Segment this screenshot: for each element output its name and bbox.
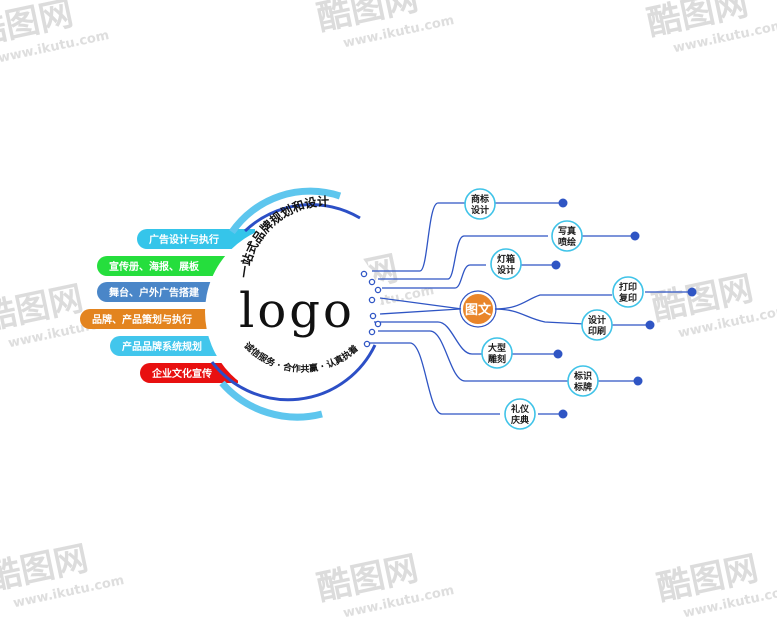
- connector-end-dot: [645, 320, 655, 330]
- center-circle: [205, 224, 381, 400]
- service-node-label-line1: 标识: [573, 370, 592, 382]
- left-item-label: 舞台、户外广告搭建: [109, 286, 200, 299]
- connector-end-dot: [553, 349, 563, 359]
- connector-origin-dot: [374, 286, 382, 294]
- left-item-label: 品牌、产品策划与执行: [92, 313, 192, 326]
- service-node-circle: [612, 276, 644, 308]
- service-node-label-line2: 印刷: [588, 325, 606, 337]
- connector-end-dot: [558, 198, 568, 208]
- connector-line: [379, 308, 461, 315]
- connector-end-dot: [633, 376, 643, 386]
- service-node-label-line1: 写真: [558, 225, 576, 237]
- connector-line: [379, 297, 463, 310]
- hub-circle: [461, 292, 495, 326]
- connector-line: [374, 321, 484, 355]
- service-node-label-line2: 设计: [471, 204, 489, 216]
- connector-origin-dot: [374, 320, 382, 328]
- connector-line: [493, 308, 586, 325]
- left-item[interactable]: 舞台、户外广告搭建: [97, 282, 230, 302]
- service-node-label-line1: 大型: [488, 342, 506, 354]
- service-node-circle: [464, 188, 496, 220]
- connector-origin-dot: [369, 312, 377, 320]
- connector-origin-dot: [368, 328, 376, 336]
- left-item-pill: [97, 256, 235, 276]
- service-node-label-line1: 礼仪: [511, 403, 530, 415]
- left-item[interactable]: 产品品牌系统规划: [110, 336, 228, 356]
- service-node-circle: [504, 398, 536, 430]
- left-item-label: 广告设计与执行: [149, 233, 219, 246]
- logo-text: logo: [239, 283, 355, 339]
- connector-origin-dot: [368, 296, 376, 304]
- left-item-pill: [80, 309, 224, 329]
- left-item-label: 企业文化宣传: [151, 367, 212, 380]
- connector-line: [378, 235, 548, 280]
- connector-line: [378, 330, 568, 382]
- left-item-pill: [97, 282, 230, 302]
- connector-lines: [360, 198, 697, 419]
- connector-end-dot: [687, 287, 697, 297]
- left-item-label: 宣传册、海报、展板: [109, 260, 200, 273]
- left-item-label: 产品品牌系统规划: [122, 340, 202, 353]
- top-accent-arc: [229, 187, 342, 235]
- left-service-list: 广告设计与执行宣传册、海报、展板舞台、户外广告搭建品牌、产品策划与执行产品品牌系…: [80, 229, 255, 383]
- service-node-label-line1: 打印: [619, 281, 637, 293]
- left-item[interactable]: 广告设计与执行: [137, 229, 255, 249]
- service-node-label-line1: 设计: [588, 314, 606, 326]
- connector-line: [366, 342, 500, 415]
- left-item-pill: [140, 363, 238, 383]
- connector-origin-dot: [360, 270, 368, 278]
- bottom-ring-arc: [210, 344, 377, 402]
- left-item[interactable]: 品牌、产品策划与执行: [80, 309, 224, 329]
- top-ring-arc: [243, 203, 361, 233]
- connector-origin-dot: [368, 278, 376, 286]
- service-node-label-line2: 雕刻: [488, 353, 506, 365]
- hub-label: 图文: [465, 302, 492, 318]
- service-node-label-line1: 商标: [471, 193, 489, 205]
- connector-origin-dot: [363, 340, 371, 348]
- bottom-accent-arc: [219, 380, 323, 421]
- hub-node[interactable]: 图文: [459, 290, 497, 328]
- service-node-circle: [551, 220, 583, 252]
- service-node-label-line2: 喷绘: [558, 236, 576, 248]
- service-node-circle: [490, 248, 522, 280]
- service-node-circle: [567, 365, 599, 397]
- service-node-circle: [481, 337, 513, 369]
- left-item-pill: [137, 229, 255, 249]
- service-node-label-line1: 灯箱: [497, 253, 515, 265]
- connector-line: [493, 294, 612, 310]
- connector-line: [372, 202, 470, 272]
- service-node-label-line2: 庆典: [510, 414, 529, 426]
- service-node-label-line2: 设计: [497, 264, 515, 276]
- service-node-circle: [581, 309, 613, 341]
- service-node-label-line2: 复印: [618, 292, 637, 304]
- connector-end-dot: [551, 260, 561, 270]
- left-item[interactable]: 企业文化宣传: [140, 363, 238, 383]
- connector-end-dot: [630, 231, 640, 241]
- service-node-label-line2: 标牌: [573, 381, 592, 393]
- connector-end-dot: [558, 409, 568, 419]
- left-item-pill: [110, 336, 228, 356]
- connector-line: [382, 264, 486, 289]
- left-item[interactable]: 宣传册、海报、展板: [97, 256, 235, 276]
- hub-ring: [459, 290, 497, 328]
